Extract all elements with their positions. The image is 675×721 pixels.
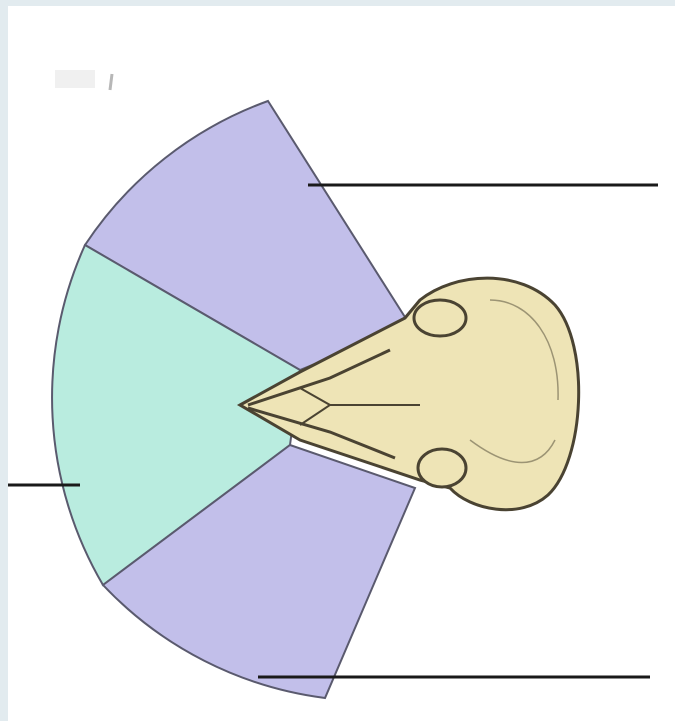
scan-mark	[55, 70, 112, 90]
eye-socket-lower	[418, 449, 466, 487]
eye-socket-upper	[414, 300, 466, 336]
